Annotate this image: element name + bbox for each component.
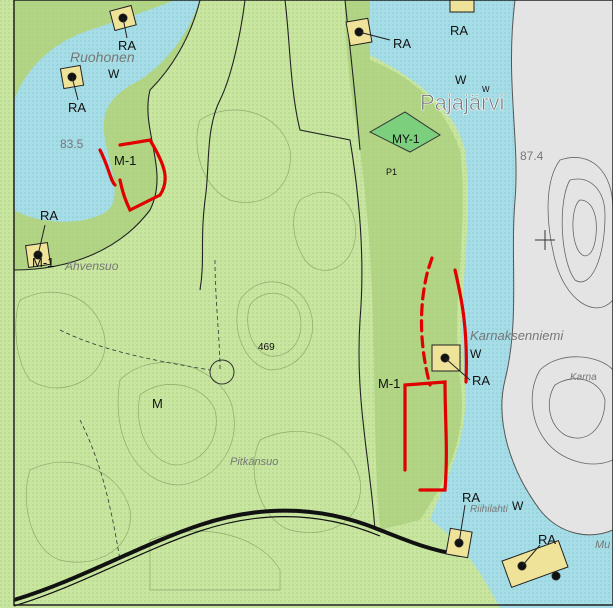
main-road (13, 508, 461, 602)
shore-label: Ruohonen (70, 49, 135, 65)
lake-level-label: 87.4 (520, 149, 544, 163)
ra-label: RA (68, 100, 86, 115)
highlight-mark-west-2 (118, 138, 167, 213)
ra-label: RA (40, 208, 58, 223)
protected-area-my1 (368, 111, 441, 153)
ra-label: RA (393, 36, 411, 51)
w-label: W (482, 85, 490, 94)
highlight-mark-west (98, 148, 117, 187)
lake-riihilahti-texture (14, 0, 200, 222)
w-label: W (470, 347, 482, 361)
mu-label: Mu (595, 539, 610, 551)
marsh-label: Pitkänsuo (230, 456, 278, 468)
ra-building-icon (449, 0, 475, 13)
w-label: W (108, 67, 120, 81)
ra-label: RA (472, 373, 490, 388)
lake-name-label: Pajajärvi (420, 90, 504, 115)
zone-boundaries (13, 0, 376, 531)
bog-label: Ahvensuo (64, 259, 119, 273)
map-frame (13, 0, 613, 606)
highlight-mark-east-3 (403, 380, 448, 492)
ra-label: RA (538, 532, 556, 547)
spot-height-label: 469 (258, 342, 275, 353)
zone-m-label: M (152, 396, 163, 411)
zone-m1-label: M-1 (378, 376, 400, 391)
karna-label: Karna (570, 372, 597, 383)
island-contours (531, 157, 613, 465)
highlight-mark-east-2 (453, 268, 468, 384)
w-label: W (512, 499, 524, 513)
w-label: W (455, 73, 467, 87)
lake-level-small-label: 83.5 (60, 137, 84, 151)
zone-m1-label: M-1 (32, 255, 54, 270)
main-road-edge (13, 516, 381, 607)
highlight-mark-east-1 (419, 256, 434, 387)
ra-label: RA (118, 38, 136, 53)
peninsula-label: Karnaksenniemi (470, 328, 564, 343)
label-leaders (37, 17, 541, 567)
bay-label: Riihilahti (470, 504, 509, 515)
zone-m1-label: M-1 (114, 153, 136, 168)
highlight-marks (98, 138, 468, 492)
survey-markers (209, 230, 555, 385)
ra-label: RA (462, 490, 480, 505)
p1-label: P1 (386, 167, 397, 177)
zone-my1-label: MY-1 (392, 132, 420, 146)
ra-label: RA (450, 23, 468, 38)
